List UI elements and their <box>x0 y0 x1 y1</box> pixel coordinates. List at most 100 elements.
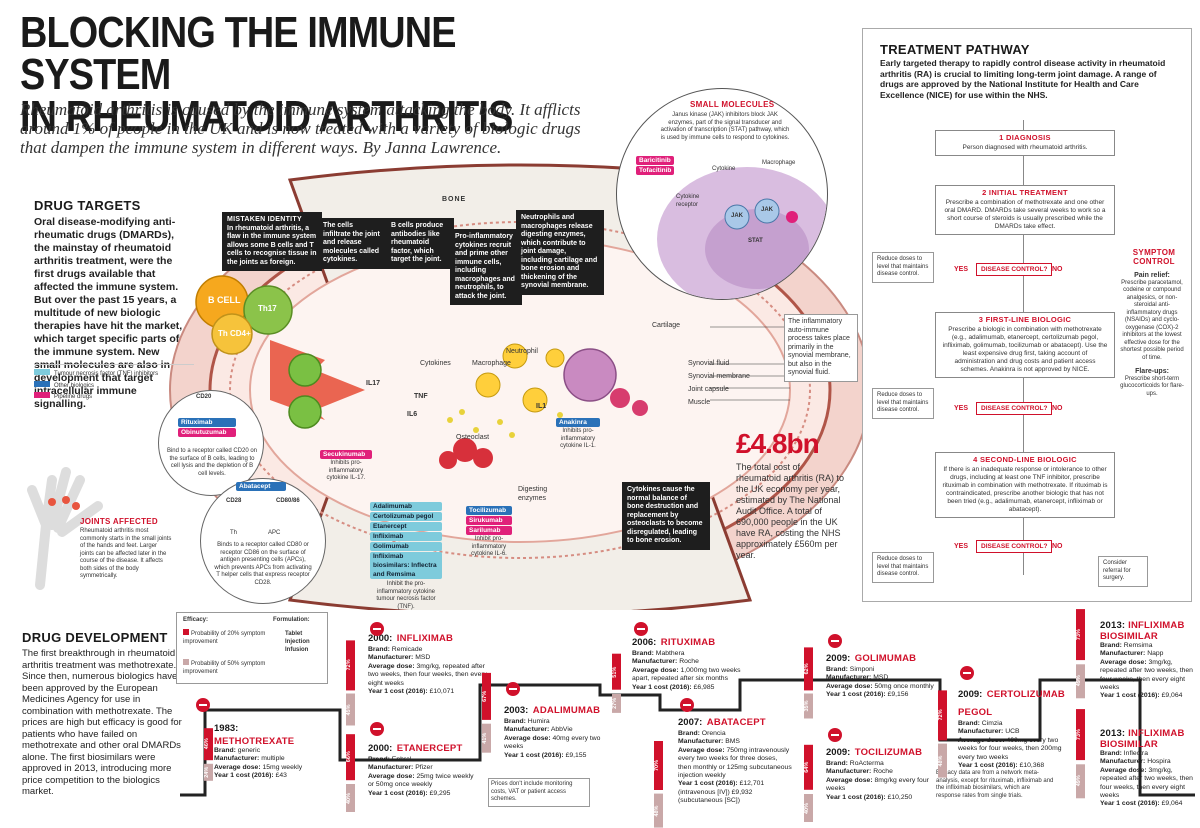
no-2: NO <box>1052 405 1063 412</box>
disease-control-1: DISEASE CONTROL? <box>976 263 1053 276</box>
drug-etanercept: 2000: ETANERCEPT Brand: Enbrel Manufactu… <box>368 743 474 797</box>
osteoclast-label: Osteoclast <box>456 434 490 441</box>
efficacy-bar-20: 46% <box>204 727 213 760</box>
small-molecules-circle <box>616 88 828 300</box>
yes-1: YES <box>954 266 969 273</box>
efficacy-bar-20: 70% <box>654 741 663 790</box>
surgery: Consider referral for surgery. <box>1098 556 1148 587</box>
efficacy-bar-20: 72% <box>346 639 355 690</box>
il6-drug-box: Tocilizumab Sirukumab Sarilumab Inhibit … <box>466 506 512 559</box>
sm-macrophage-label: Macrophage <box>762 160 796 166</box>
il1-label: IL1 <box>536 403 547 410</box>
infusion-icon <box>828 728 842 742</box>
injection-icon <box>828 634 842 648</box>
small-molecules-heading: SMALL MOLECULES <box>690 100 775 109</box>
efficacy-bar-50: 24% <box>204 764 213 781</box>
treatment-intro: Early targeted therapy to rapidly contro… <box>880 58 1166 100</box>
page-title: BLOCKING THE IMMUNE SYSTEM IN RHEUMATOID… <box>20 8 513 141</box>
abatacept-text: Binds to a receptor called CD80 or recep… <box>214 542 312 586</box>
drug-targets-text: Oral disease-modifying anti-rheumatic dr… <box>34 216 183 410</box>
cytokine-receptor-label: Cytokine receptor <box>676 194 700 208</box>
efficacy-bar-50: 35% <box>804 694 813 719</box>
no-3: NO <box>1052 543 1063 550</box>
efficacy-bar-50: 48% <box>938 744 947 778</box>
joints-text: Rheumatoid arthritis most commonly start… <box>80 528 172 579</box>
stat-label: STAT <box>748 238 763 244</box>
note-efficacy: Efficacy data are from a network meta-an… <box>936 770 1054 799</box>
drug-inflectra: 2013: INFLIXIMAB BIOSIMILAR Brand: Infle… <box>1100 728 1193 808</box>
injection-icon <box>960 666 974 680</box>
drug-adalimumab: 2003: ADALIMUMAB Brand: Humira Manufactu… <box>504 705 601 759</box>
callout-bone-erosion: Cytokines cause the normal balance of bo… <box>622 482 710 550</box>
legend-pipeline-swatch <box>34 392 50 398</box>
cd28-label: CD28 <box>226 498 242 504</box>
efficacy-bar-20: 73% <box>1076 608 1085 660</box>
efficacy-bar-50: 49% <box>1076 764 1085 799</box>
il17-drug-box: Secukinumab Inhibits pro-inflammatory cy… <box>320 450 372 483</box>
callout-antibodies: B cells produce antibodies like rheumato… <box>386 218 454 269</box>
efficacy-bar-20: 72% <box>938 689 947 740</box>
infusion-icon <box>634 622 648 636</box>
enzymes-label: Digesting enzymes <box>518 486 548 502</box>
tablet-icon <box>196 698 210 712</box>
cd80-label: CD80/86 <box>276 498 300 504</box>
page-subtitle: Rheumatoid arthritis is caused by the im… <box>20 100 581 157</box>
cd20-text: Bind to a receptor called CD20 on the su… <box>166 448 258 477</box>
drug-rituximab: 2006: RITUXIMAB Brand: Mabthera Manufact… <box>632 637 741 691</box>
legend-tnf-swatch <box>34 369 50 375</box>
timeline-line <box>180 678 1195 797</box>
hand-illustration <box>27 467 103 590</box>
disease-control-3: DISEASE CONTROL? <box>976 540 1053 553</box>
drug-targets-heading: DRUG TARGETS <box>34 198 141 213</box>
th-label: Th <box>230 530 238 536</box>
joints-heading: JOINTS AFFECTED <box>80 517 158 526</box>
il1-drug-box: Anakinra Inhibits pro-inflammatory cytok… <box>556 418 600 451</box>
cost-figure: £4.8bn <box>736 428 820 459</box>
neutrophil-label: Neutrophil <box>506 348 538 355</box>
efficacy-bar-50: 49% <box>1076 664 1085 699</box>
efficacy-bar-20: 67% <box>482 673 491 720</box>
muscle-label: Muscle <box>688 399 711 406</box>
joint-capsule-label: Joint capsule <box>688 386 729 393</box>
disease-control-2: DISEASE CONTROL? <box>976 402 1053 415</box>
drug-legend: Tumour necrosis factor (TNF) inhibitors … <box>34 364 194 402</box>
drug-secukinumab: Secukinumab <box>320 450 372 459</box>
reduce-2: Reduce doses to level that maintains dis… <box>872 388 934 419</box>
macrophage-label: Macrophage <box>472 360 511 367</box>
cytokines-label: Cytokines <box>420 360 451 367</box>
abatacept-circle <box>200 478 326 604</box>
drug-certolizumab: 2009: CERTOLIZUMAB PEGOL Brand: Cimzia M… <box>958 689 1065 770</box>
jak1-label: JAK <box>731 213 744 219</box>
efficacy-bar-20: 51% <box>612 654 621 690</box>
yes-2: YES <box>954 405 969 412</box>
efficacy-bar-50: 27% <box>612 694 621 713</box>
efficacy-bar-20: 64% <box>804 745 813 790</box>
efficacy-bar-50: 45% <box>346 694 355 726</box>
cartilage-label: Cartilage <box>652 322 681 329</box>
efficacy-bar-50: 41% <box>482 724 491 753</box>
immune-cells <box>195 275 293 355</box>
efficacy-bar-50: 40% <box>804 794 813 822</box>
drug-remsima: 2013: INFLIXIMAB BIOSIMILAR Brand: Remsi… <box>1100 620 1193 700</box>
callout-enzymes: Neutrophils and macrophages release dige… <box>516 210 604 295</box>
reduce-3: Reduce doses to level that maintains dis… <box>872 552 934 583</box>
callout-infiltrate: The cells infiltrate the joint and relea… <box>318 218 386 269</box>
b-cell-label: B CELL <box>208 295 241 305</box>
injection-icon <box>506 682 520 696</box>
cytokine-label: Cytokine <box>712 166 736 172</box>
synovial-fluid-label: Synovial fluid <box>688 360 730 367</box>
inflammatory-note: The inflammatory auto-immune process tak… <box>784 314 858 382</box>
il6-label: IL6 <box>407 411 418 418</box>
note-prices: Prices don't include monitoring costs, V… <box>488 778 590 807</box>
yes-3: YES <box>954 543 969 550</box>
drug-golimumab: 2009: GOLIMUMAB Brand: Simponi Manufactu… <box>826 653 934 699</box>
infusion-icon <box>370 622 384 636</box>
callout-recruit: Pro-inflammatory cytokines recruit and p… <box>450 229 522 305</box>
symptom-pain: Pain relief: Prescribe paracetamol, code… <box>1120 272 1184 397</box>
small-molecules-text: Janus kinase (JAK) inhibitors block JAK … <box>660 112 790 141</box>
efficacy-legend: Efficacy: Probability of 20% symptom imp… <box>176 612 328 684</box>
thcd4-label: Th CD4+ <box>218 329 251 338</box>
